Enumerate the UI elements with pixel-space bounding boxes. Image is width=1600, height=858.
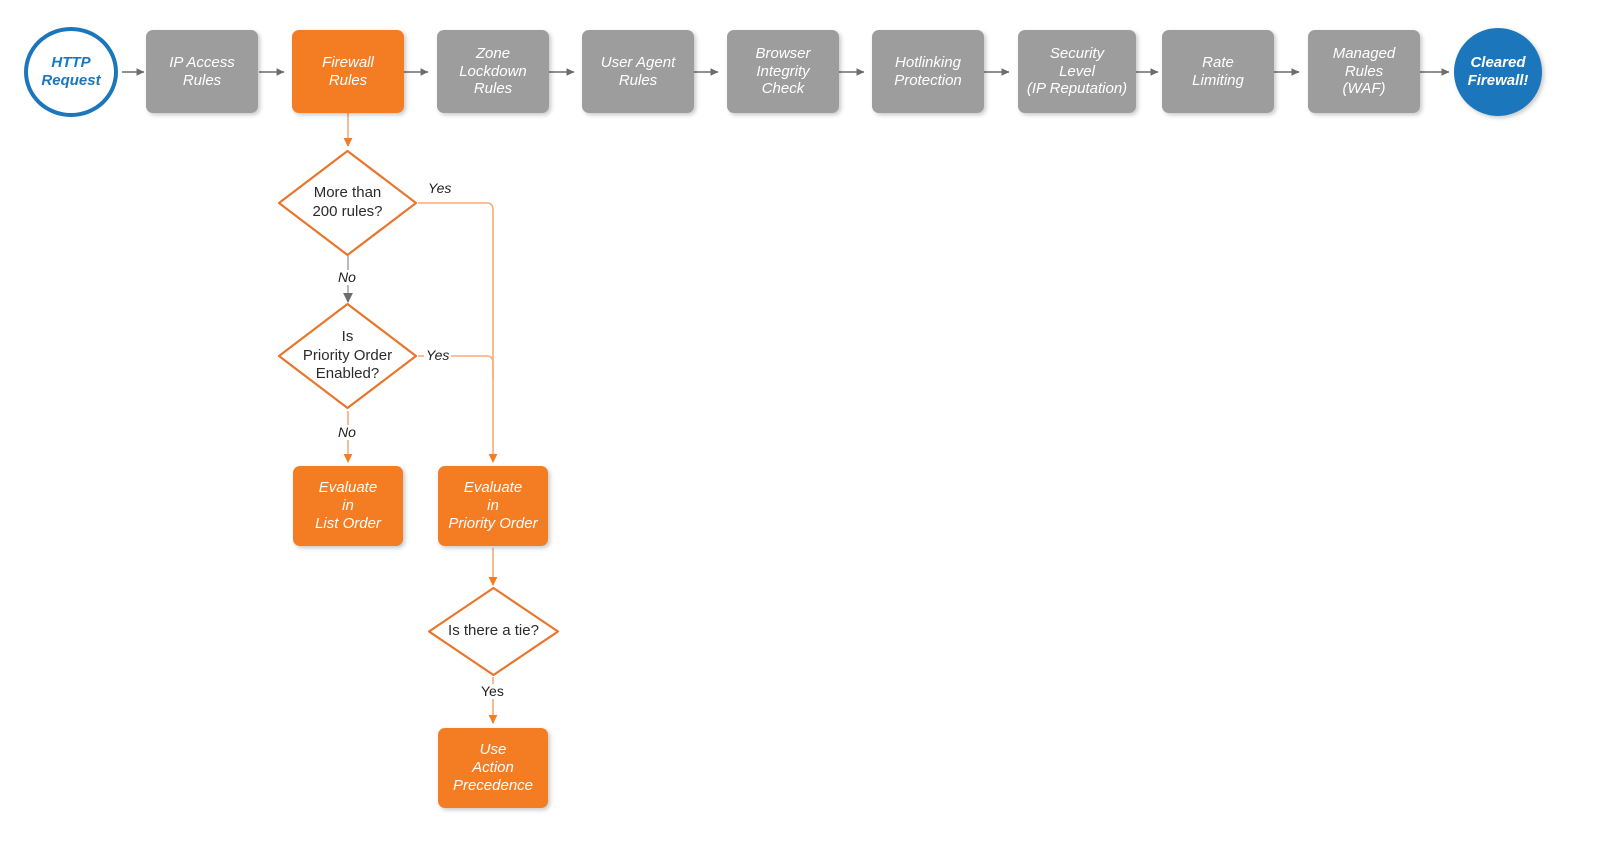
node-managed-rules-waf[interactable]: Managed Rules (WAF) bbox=[1308, 30, 1420, 113]
edge-label-priority-order-yes: Yes bbox=[424, 347, 452, 364]
node-user-agent-rules-label: User Agent Rules bbox=[600, 53, 676, 89]
node-decision-is-there-a-tie[interactable]: Is there a tie? bbox=[426, 585, 561, 678]
edge-label-priority-order-no: No bbox=[336, 424, 358, 441]
node-hotlinking-protection-label: Hotlinking Protection bbox=[894, 53, 962, 89]
node-zone-lockdown-rules[interactable]: Zone Lockdown Rules bbox=[437, 30, 549, 113]
node-decision-priority-order-enabled-label: Is Priority Order Enabled? bbox=[302, 327, 393, 383]
node-firewall-rules-label: Firewall Rules bbox=[322, 53, 374, 89]
node-decision-more-than-200-rules[interactable]: More than 200 rules? bbox=[276, 148, 419, 258]
node-browser-integrity-check-label: Browser Integrity Check bbox=[755, 44, 811, 98]
node-http-request[interactable]: HTTP Request bbox=[24, 27, 118, 117]
node-evaluate-priority-order[interactable]: Evaluate in Priority Order bbox=[438, 466, 548, 546]
node-browser-integrity-check[interactable]: Browser Integrity Check bbox=[727, 30, 839, 113]
edge-label-more-than-200-no: No bbox=[336, 269, 358, 286]
diamond-shape-icon bbox=[277, 149, 418, 257]
diamond-shape-icon bbox=[427, 586, 560, 677]
node-hotlinking-protection[interactable]: Hotlinking Protection bbox=[872, 30, 984, 113]
node-rate-limiting-label: Rate Limiting bbox=[1192, 53, 1244, 89]
edge-label-more-than-200-yes: Yes bbox=[426, 180, 454, 197]
edge-label-tie-yes: Yes bbox=[479, 683, 506, 700]
node-decision-more-than-200-rules-label: More than 200 rules? bbox=[312, 184, 383, 220]
node-cleared-firewall[interactable]: Cleared Firewall! bbox=[1454, 28, 1542, 116]
node-zone-lockdown-rules-label: Zone Lockdown Rules bbox=[459, 44, 527, 98]
node-decision-priority-order-enabled[interactable]: Is Priority Order Enabled? bbox=[276, 301, 419, 411]
node-decision-is-there-a-tie-label: Is there a tie? bbox=[448, 622, 539, 640]
node-use-action-precedence[interactable]: Use Action Precedence bbox=[438, 728, 548, 808]
node-security-level[interactable]: Security Level (IP Reputation) bbox=[1018, 30, 1136, 113]
node-rate-limiting[interactable]: Rate Limiting bbox=[1162, 30, 1274, 113]
node-use-action-precedence-label: Use Action Precedence bbox=[452, 741, 534, 794]
diamond-shape-icon bbox=[277, 302, 418, 410]
node-evaluate-list-order[interactable]: Evaluate in List Order bbox=[293, 466, 403, 546]
node-ip-access-rules-label: IP Access Rules bbox=[169, 53, 235, 89]
node-evaluate-priority-order-label: Evaluate in Priority Order bbox=[448, 479, 538, 532]
node-ip-access-rules[interactable]: IP Access Rules bbox=[146, 30, 258, 113]
node-http-request-label: HTTP Request bbox=[41, 54, 101, 89]
edge-more-than-200-yes bbox=[418, 202, 498, 463]
node-managed-rules-waf-label: Managed Rules (WAF) bbox=[1332, 44, 1396, 98]
node-cleared-firewall-label: Cleared Firewall! bbox=[1467, 54, 1529, 89]
node-user-agent-rules[interactable]: User Agent Rules bbox=[582, 30, 694, 113]
node-firewall-rules[interactable]: Firewall Rules bbox=[292, 30, 404, 113]
node-evaluate-list-order-label: Evaluate in List Order bbox=[315, 479, 381, 532]
node-security-level-label: Security Level (IP Reputation) bbox=[1026, 44, 1128, 98]
